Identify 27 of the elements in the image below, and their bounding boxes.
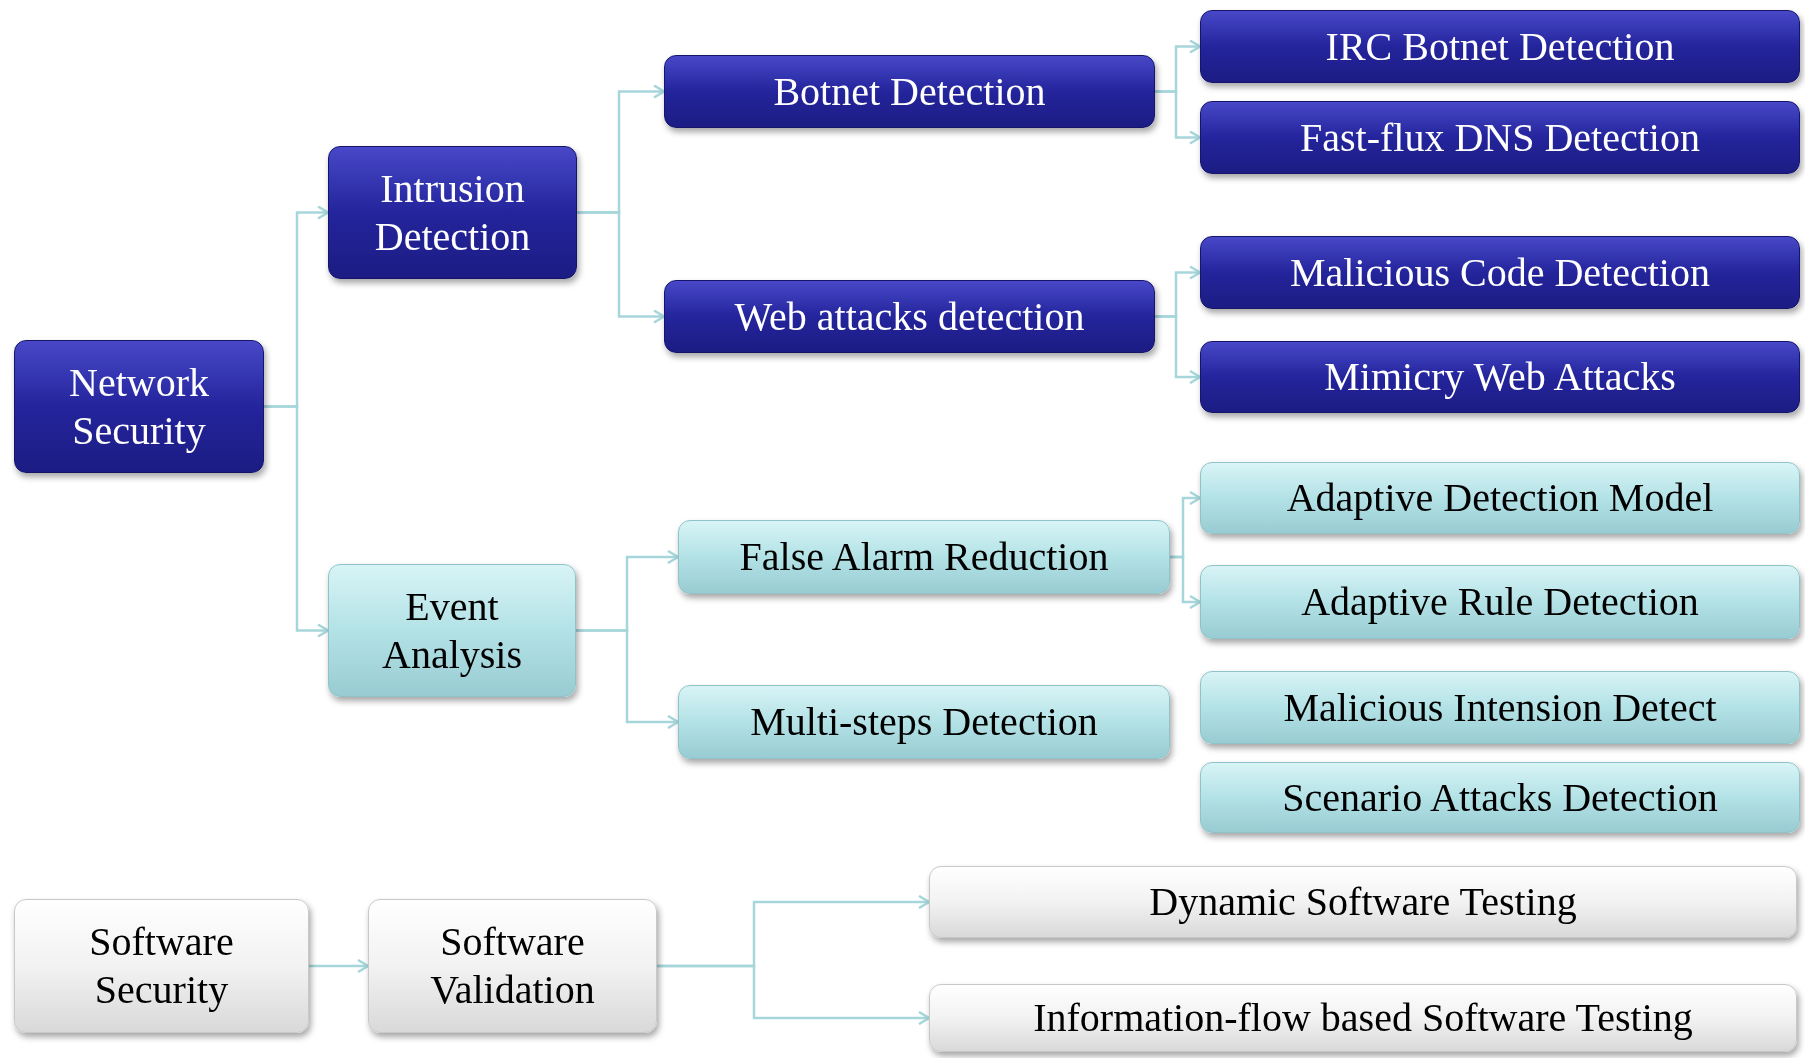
connector-arrow <box>1155 90 1202 145</box>
connector-arrow <box>577 211 666 324</box>
topic-box: False Alarm Reduction <box>678 520 1170 594</box>
connector-arrow <box>264 405 330 638</box>
topic-box: Fast-flux DNS Detection <box>1200 101 1800 174</box>
topic-box: Malicious Code Detection <box>1200 236 1800 309</box>
connector-arrow <box>309 958 370 974</box>
topic-box: Adaptive Rule Detection <box>1200 565 1800 639</box>
topic-box: Software Security <box>14 899 309 1033</box>
topic-box: Multi-steps Detection <box>678 685 1170 759</box>
topic-box: Adaptive Detection Model <box>1200 462 1800 534</box>
topic-box: Scenario Attacks Detection <box>1200 762 1800 833</box>
topic-box: Dynamic Software Testing <box>929 866 1797 938</box>
topic-box: Network Security <box>14 340 264 473</box>
topic-box: Botnet Detection <box>664 55 1155 128</box>
topic-box: Intrusion Detection <box>328 146 577 279</box>
connector-arrow <box>1155 315 1202 385</box>
connector-arrow <box>657 964 931 1026</box>
topic-box: IRC Botnet Detection <box>1200 10 1800 83</box>
connector-arrow <box>1170 555 1202 610</box>
topic-box: Information-flow based Software Testing <box>929 984 1797 1052</box>
topic-box: Event Analysis <box>328 564 576 697</box>
topic-box: Software Validation <box>368 899 657 1033</box>
topic-box: Mimicry Web Attacks <box>1200 341 1800 413</box>
topic-box: Malicious Intension Detect <box>1200 671 1800 744</box>
connector-arrow <box>576 629 680 730</box>
topic-box: Web attacks detection <box>664 280 1155 353</box>
